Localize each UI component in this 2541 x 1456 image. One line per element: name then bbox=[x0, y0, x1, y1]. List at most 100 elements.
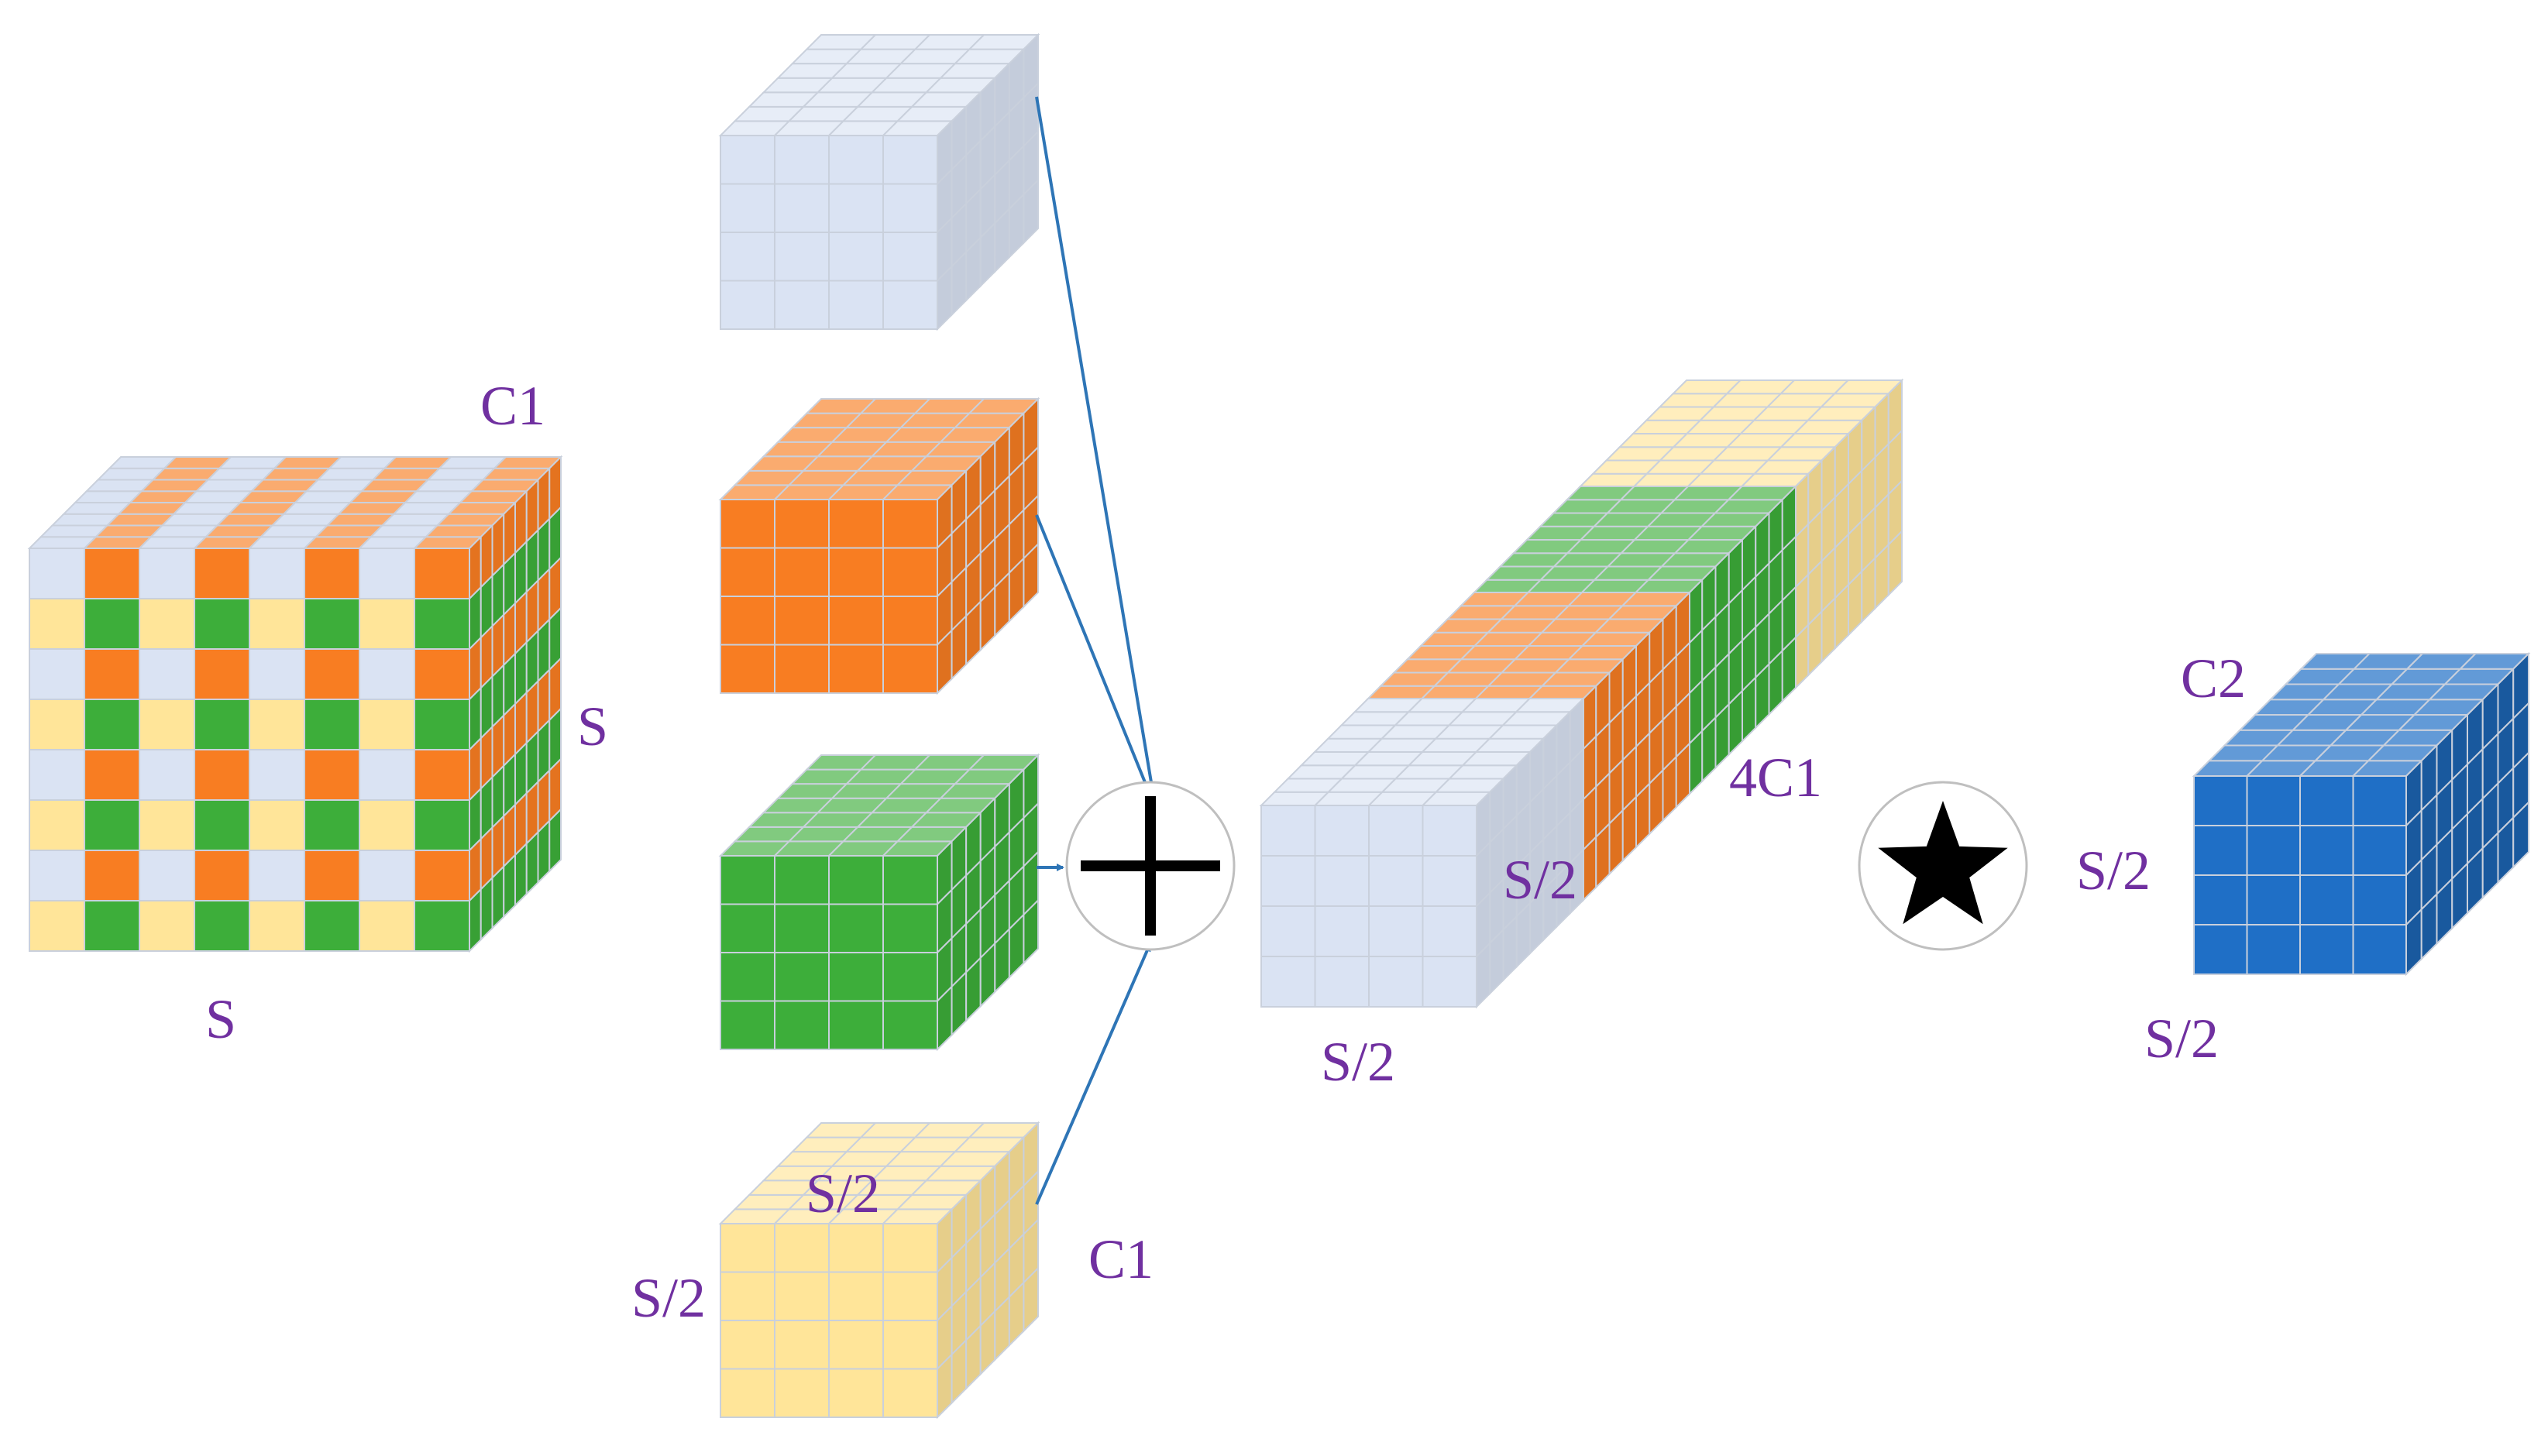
front-cell bbox=[774, 232, 830, 282]
side-cell bbox=[514, 841, 528, 908]
front-cell bbox=[194, 799, 250, 851]
front-cell bbox=[249, 598, 305, 650]
front-cell bbox=[2352, 874, 2407, 925]
front-cell bbox=[774, 1368, 830, 1418]
front-cell bbox=[720, 596, 775, 646]
front-cell bbox=[29, 548, 85, 599]
front-cell bbox=[139, 799, 195, 851]
output-height-label: S/2 bbox=[2076, 840, 2151, 901]
front-cell bbox=[414, 548, 470, 599]
front-cell bbox=[84, 749, 140, 801]
front-cell bbox=[828, 499, 884, 549]
side-cell bbox=[1023, 1266, 1039, 1333]
front-cell bbox=[774, 596, 830, 646]
front-cell bbox=[304, 699, 360, 750]
front-cell bbox=[304, 548, 360, 599]
front-cell bbox=[414, 749, 470, 801]
front-cell bbox=[84, 699, 140, 750]
arrow-from-light-blue bbox=[1035, 96, 1156, 793]
front-cell bbox=[29, 900, 85, 952]
side-cell bbox=[525, 830, 539, 896]
front-cell bbox=[828, 1000, 884, 1050]
front-cell bbox=[249, 749, 305, 801]
input-height-label: S bbox=[577, 695, 608, 757]
front-cell bbox=[720, 280, 775, 330]
front-cell bbox=[828, 855, 884, 905]
front-cell bbox=[774, 183, 830, 233]
front-cell bbox=[84, 900, 140, 952]
front-cell bbox=[1314, 905, 1370, 957]
side-cell bbox=[503, 853, 516, 919]
front-cell bbox=[774, 135, 830, 185]
orange-slice-cube bbox=[718, 397, 1040, 695]
front-cell bbox=[882, 596, 938, 646]
front-cell bbox=[304, 799, 360, 851]
front-cell bbox=[139, 598, 195, 650]
front-cell bbox=[2246, 924, 2301, 975]
front-cell bbox=[882, 547, 938, 597]
front-cell bbox=[774, 547, 830, 597]
side-cell bbox=[1675, 741, 1690, 809]
front-cell bbox=[249, 900, 305, 952]
front-cell bbox=[828, 183, 884, 233]
front-cell bbox=[84, 799, 140, 851]
concat-operator bbox=[1065, 781, 1236, 951]
front-cell bbox=[720, 855, 775, 905]
concatenated-tensor bbox=[1259, 378, 1904, 1009]
front-cell bbox=[774, 1320, 830, 1370]
side-cell bbox=[1023, 178, 1039, 245]
front-cell bbox=[194, 749, 250, 801]
front-cell bbox=[194, 699, 250, 750]
front-cell bbox=[359, 598, 415, 650]
front-cell bbox=[774, 855, 830, 905]
front-cell bbox=[1260, 956, 1316, 1008]
front-cell bbox=[828, 232, 884, 282]
yellow-slice-left-label: S/2 bbox=[631, 1267, 706, 1329]
front-cell bbox=[882, 1368, 938, 1418]
front-cell bbox=[720, 183, 775, 233]
front-cell bbox=[774, 644, 830, 694]
front-cell bbox=[249, 648, 305, 700]
front-cell bbox=[249, 699, 305, 750]
front-cell bbox=[1260, 805, 1316, 857]
front-cell bbox=[29, 850, 85, 901]
front-cell bbox=[84, 648, 140, 700]
front-cell bbox=[774, 1271, 830, 1321]
front-cell bbox=[2193, 874, 2248, 925]
front-cell bbox=[2246, 874, 2301, 925]
front-cell bbox=[2299, 775, 2354, 826]
concat-height-label: S/2 bbox=[1503, 849, 1577, 911]
input-width-label: S bbox=[205, 988, 236, 1050]
front-cell bbox=[1314, 956, 1370, 1008]
side-cell bbox=[1023, 542, 1039, 609]
front-cell bbox=[2299, 825, 2354, 876]
light-blue-slice-cube bbox=[718, 33, 1040, 331]
front-cell bbox=[720, 903, 775, 953]
front-cell bbox=[29, 699, 85, 750]
front-cell bbox=[774, 280, 830, 330]
front-cell bbox=[194, 648, 250, 700]
front-cell bbox=[882, 1223, 938, 1273]
front-cell bbox=[1368, 905, 1424, 957]
front-cell bbox=[2352, 924, 2407, 975]
front-cell bbox=[882, 499, 938, 549]
front-cell bbox=[2193, 924, 2248, 975]
front-cell bbox=[720, 644, 775, 694]
front-cell bbox=[414, 699, 470, 750]
arrow-from-orange bbox=[1035, 514, 1150, 792]
conv-operator bbox=[1858, 781, 2028, 951]
front-cell bbox=[414, 598, 470, 650]
front-cell bbox=[828, 952, 884, 1002]
front-cell bbox=[2352, 775, 2407, 826]
front-cell bbox=[882, 280, 938, 330]
input-tensor-cube bbox=[27, 455, 563, 953]
front-cell bbox=[1422, 956, 1477, 1008]
output-channels-label: C2 bbox=[2181, 647, 2246, 709]
front-cell bbox=[304, 648, 360, 700]
front-cell bbox=[882, 135, 938, 185]
front-cell bbox=[2246, 775, 2301, 826]
front-cell bbox=[720, 135, 775, 185]
front-cell bbox=[828, 135, 884, 185]
front-cell bbox=[2193, 775, 2248, 826]
front-cell bbox=[828, 1368, 884, 1418]
